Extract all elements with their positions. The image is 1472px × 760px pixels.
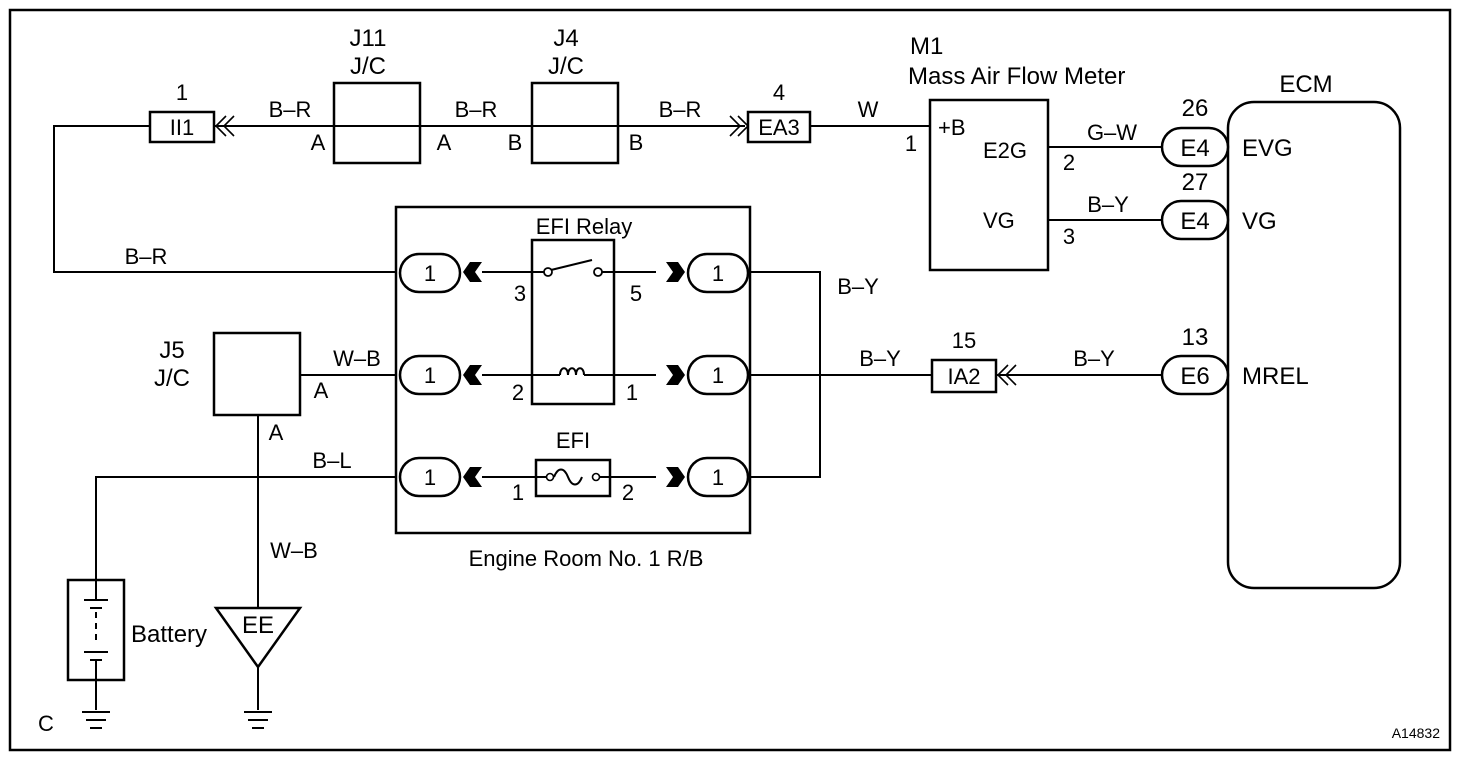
j4-type: J/C xyxy=(548,53,584,80)
connector-e4-evg-label: E4 xyxy=(1180,135,1209,162)
ground-point-ee: EE xyxy=(213,606,303,670)
ecm-signal-vg: VG xyxy=(1242,208,1277,235)
ecm-signal-evg: EVG xyxy=(1242,135,1293,162)
m1-id: M1 xyxy=(910,33,943,60)
efi-relay-label: EFI Relay xyxy=(536,214,633,239)
j5-type: J/C xyxy=(154,365,190,392)
wire-label-g-w: G–W xyxy=(1087,120,1137,145)
junction-connector-j4: J4 J/C B B xyxy=(508,25,644,165)
rb-pin-left-1: 1 xyxy=(424,261,436,286)
j5-terminal-bottom: A xyxy=(269,420,284,445)
relay-block-label: Engine Room No. 1 R/B xyxy=(469,546,704,571)
efi-relay-pin-2: 2 xyxy=(512,380,524,405)
ecm-label: ECM xyxy=(1279,71,1332,98)
connector-e6-mrel: E6 13 xyxy=(1160,324,1230,396)
connector-e6-mrel-pin: 13 xyxy=(1182,324,1209,351)
wire-label-b-y-loop: B–Y xyxy=(837,274,879,299)
m1-name: Mass Air Flow Meter xyxy=(908,63,1125,90)
efi-relay-pin-3: 3 xyxy=(514,281,526,306)
j11-id: J11 xyxy=(350,25,387,52)
battery: Battery xyxy=(66,578,207,682)
efi-fuse-pin-1: 1 xyxy=(512,480,524,505)
efi-fuse-pin-2: 2 xyxy=(622,480,634,505)
connector-ia2-label: IA2 xyxy=(947,364,980,389)
ground-ee-label: EE xyxy=(242,612,274,639)
efi-fuse-label: EFI xyxy=(556,428,590,453)
efi-relay: EFI Relay 3 5 2 1 xyxy=(512,214,642,406)
connector-ia2-pin: 15 xyxy=(952,328,976,353)
j5-terminal-right: A xyxy=(314,378,329,403)
connector-e4-vg-label: E4 xyxy=(1180,208,1209,235)
figure-id: A14832 xyxy=(1392,725,1440,741)
m1-pin-1: 1 xyxy=(905,131,917,156)
corner-label-c: C xyxy=(38,711,54,736)
ecm-signal-mrel: MREL xyxy=(1242,363,1309,390)
wire-label-b-r-1: B–R xyxy=(269,97,312,122)
wire-label-b-y-e6: B–Y xyxy=(1073,346,1115,371)
m1-terminal-vg: VG xyxy=(983,208,1015,233)
connector-ea3-label: EA3 xyxy=(758,115,800,140)
ground-symbol-ee xyxy=(244,711,272,729)
connector-e4-vg: E4 27 xyxy=(1160,169,1230,241)
wire-label-w: W xyxy=(858,97,879,122)
m1-pin-2: 2 xyxy=(1063,150,1075,175)
j4-terminal-left: B xyxy=(508,130,523,155)
m1-terminal-e2g: E2G xyxy=(983,138,1027,163)
j4-id: J4 xyxy=(553,25,578,52)
j11-terminal-left: A xyxy=(311,130,326,155)
connector-ea3-pin: 4 xyxy=(773,80,785,105)
rb-pin-left-2: 1 xyxy=(424,363,436,388)
m1-terminal-plus-b: +B xyxy=(938,115,966,140)
efi-relay-pin-1: 1 xyxy=(626,380,638,405)
connector-e4-vg-pin: 27 xyxy=(1182,169,1209,196)
connector-ii1-pin: 1 xyxy=(176,80,188,105)
efi-fuse: EFI 1 2 xyxy=(512,428,634,505)
connector-e4-evg: E4 26 xyxy=(1160,95,1230,168)
j5-id: J5 xyxy=(159,337,184,364)
wire-label-b-y-vg: B–Y xyxy=(1087,192,1129,217)
connector-e4-evg-pin: 26 xyxy=(1182,95,1209,122)
wire-label-b-l: B–L xyxy=(312,448,351,473)
rb-pin-right-3: 1 xyxy=(712,465,724,490)
rb-pin-left-3: 1 xyxy=(424,465,436,490)
junction-connector-j5: J5 J/C A A xyxy=(154,331,329,445)
connector-ia2: IA2 15 xyxy=(930,328,1017,394)
mass-air-flow-meter: M1 Mass Air Flow Meter +B E2G VG 1 2 3 xyxy=(905,33,1125,272)
efi-relay-pin-5: 5 xyxy=(630,281,642,306)
junction-connector-j11: J11 J/C A A xyxy=(311,25,452,165)
wire-label-w-b-2: W–B xyxy=(270,538,318,563)
connector-ii1: II1 1 xyxy=(148,80,235,144)
wire-color-labels: B–R B–R B–R W G–W B–Y B–R B–Y B–Y B–Y W–… xyxy=(125,97,1138,563)
wire-label-w-b-1: W–B xyxy=(333,346,381,371)
connector-e6-mrel-label: E6 xyxy=(1180,363,1209,390)
wire-label-b-r-4: B–R xyxy=(125,244,168,269)
ecm: ECM EVG VG MREL xyxy=(1226,71,1402,590)
j11-type: J/C xyxy=(350,53,386,80)
wire-label-b-y-ia2: B–Y xyxy=(859,346,901,371)
ground-symbol-battery xyxy=(82,711,110,729)
wire-label-b-r-2: B–R xyxy=(455,97,498,122)
connector-ii1-label: II1 xyxy=(170,115,194,140)
connector-ea3: EA3 4 xyxy=(729,80,812,144)
wire-label-b-r-3: B–R xyxy=(659,97,702,122)
rb-pin-right-1: 1 xyxy=(712,261,724,286)
m1-pin-3: 3 xyxy=(1063,224,1075,249)
j4-terminal-right: B xyxy=(629,130,644,155)
battery-label: Battery xyxy=(131,621,207,648)
j11-terminal-right: A xyxy=(437,130,452,155)
rb-pin-right-2: 1 xyxy=(712,363,724,388)
diagram-frame xyxy=(8,8,1452,752)
